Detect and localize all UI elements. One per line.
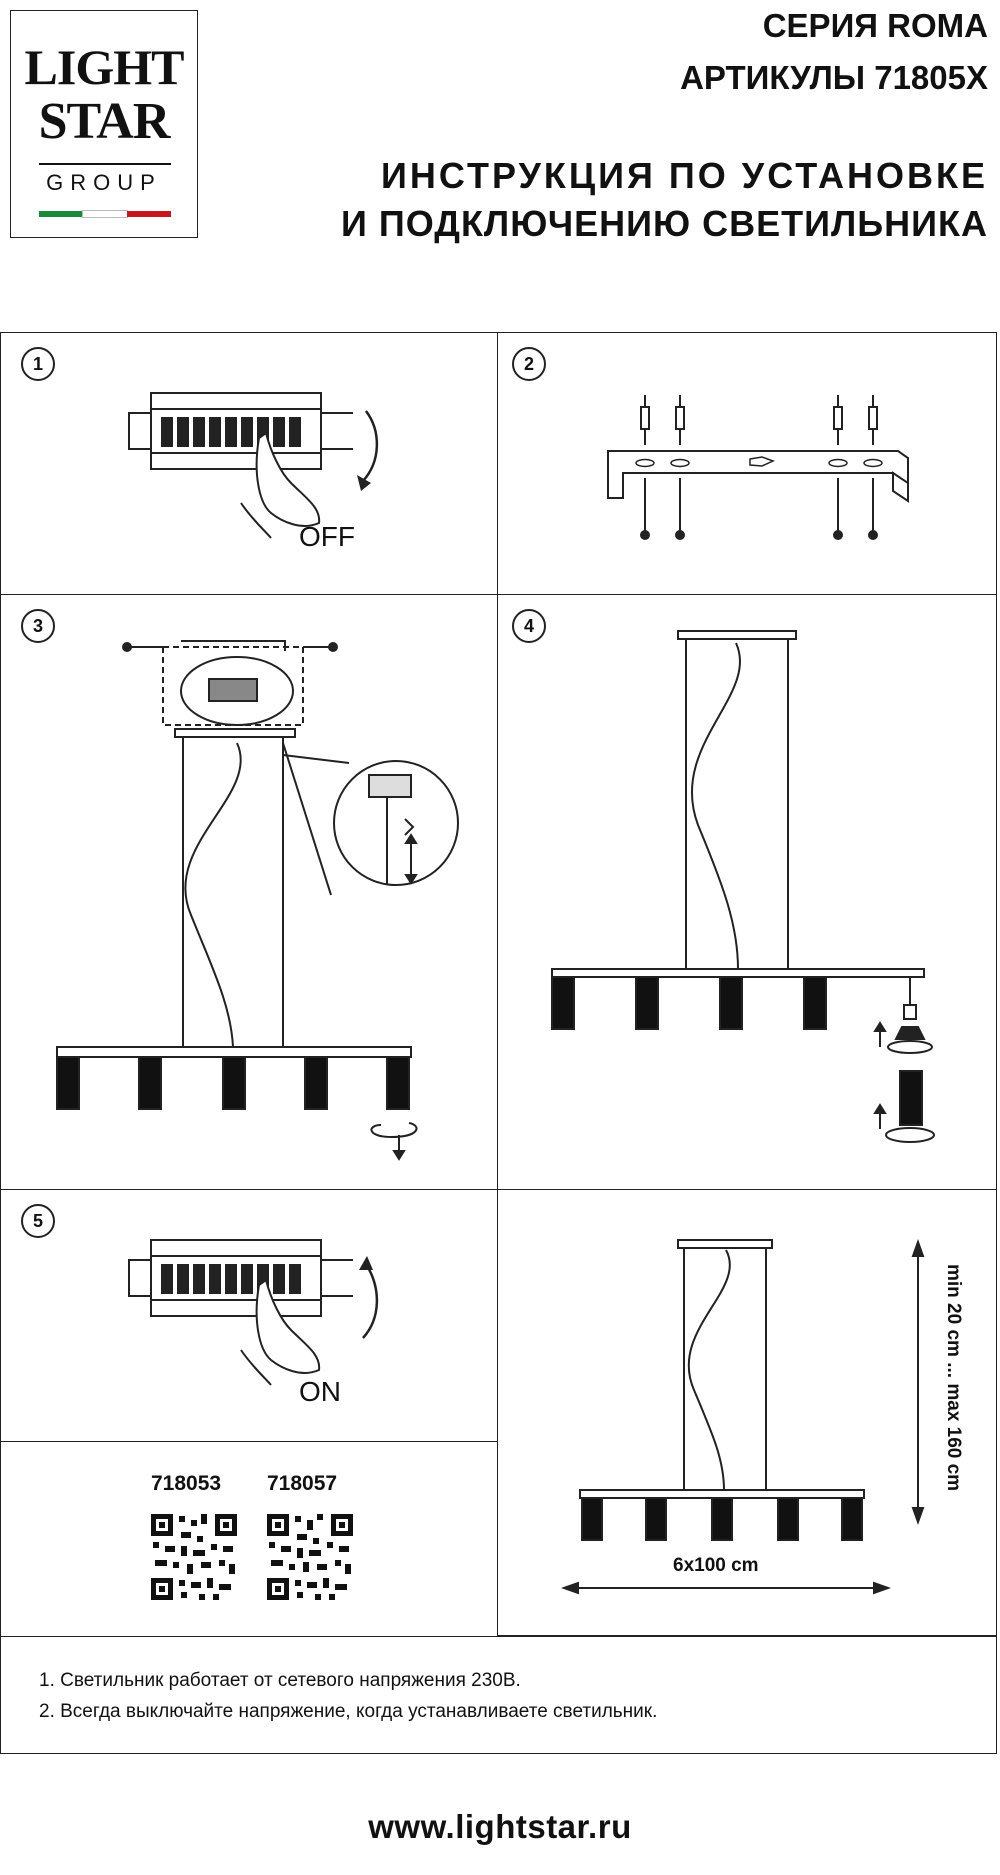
qr-panel: 718053 718057 [0,1441,498,1637]
flag-stripe-white [82,210,128,218]
notes-list: 1. Светильник работает от сетевого напря… [39,1665,657,1727]
note-voltage: 1. Светильник работает от сетевого напря… [39,1670,521,1691]
off-label: OFF [299,521,355,552]
step-3-number: 3 [21,609,55,643]
qr-code-718053[interactable] [151,1514,237,1600]
dimensions-panel: min 20 cm ... max 160 cm 6x100 cm [497,1189,997,1636]
logo-flag-stripe [39,210,171,218]
qr-code-label-1: 718053 [151,1472,222,1495]
logo-word-group: GROUP [46,170,162,195]
article-numbers: АРТИКУЛЫ 71805X [680,59,988,96]
step-3-panel: 3 [0,594,498,1190]
qr-code-718057[interactable] [267,1514,353,1600]
breaker-panel-off-illustration [128,392,379,539]
brand-logo: LIGHT STAR GROUP [10,10,198,238]
instruction-title-line2: И ПОДКЛЮЧЕНИЮ СВЕТИЛЬНИКА [341,203,988,244]
mounting-bracket-illustration [607,395,909,540]
flag-stripe-red [127,211,171,217]
instruction-title-line1: ИНСТРУКЦИЯ ПО УСТАНОВКЕ [381,155,988,196]
width-dimension-label: 6x100 cm [673,1555,759,1576]
height-dimension-label: min 20 cm ... max 160 cm [943,1264,964,1492]
step-4-panel: 4 [497,594,997,1190]
breaker-panel-on-illustration [128,1239,379,1386]
step-1-number: 1 [21,347,55,381]
on-label: ON [299,1376,341,1407]
note-power-off: 2. Всегда выключайте напряжение, когда у… [39,1701,658,1722]
step-4-number: 4 [512,609,546,643]
logo-word-light: LIGHT [24,39,185,95]
step-5-panel: 5 ON [0,1189,498,1442]
step-2-number: 2 [512,347,546,381]
flag-stripe-green [39,211,83,217]
logo-word-star: STAR [38,93,171,150]
step-2-panel: 2 [497,332,997,595]
cable-adjust-illustration [56,640,459,1161]
qr-codes [151,1514,353,1600]
logo-divider [39,163,171,165]
lamp-mount-illustration [551,630,935,1143]
dimensions-illustration [561,1239,925,1595]
step-5-number: 5 [21,1204,55,1238]
series-name: СЕРИЯ ROMA [762,7,988,44]
website-link[interactable]: www.lightstar.ru [368,1808,632,1845]
step-1-panel: 1 OFF [0,332,498,595]
notes-panel: 1. Светильник работает от сетевого напря… [0,1636,997,1754]
qr-code-label-2: 718057 [267,1472,338,1495]
